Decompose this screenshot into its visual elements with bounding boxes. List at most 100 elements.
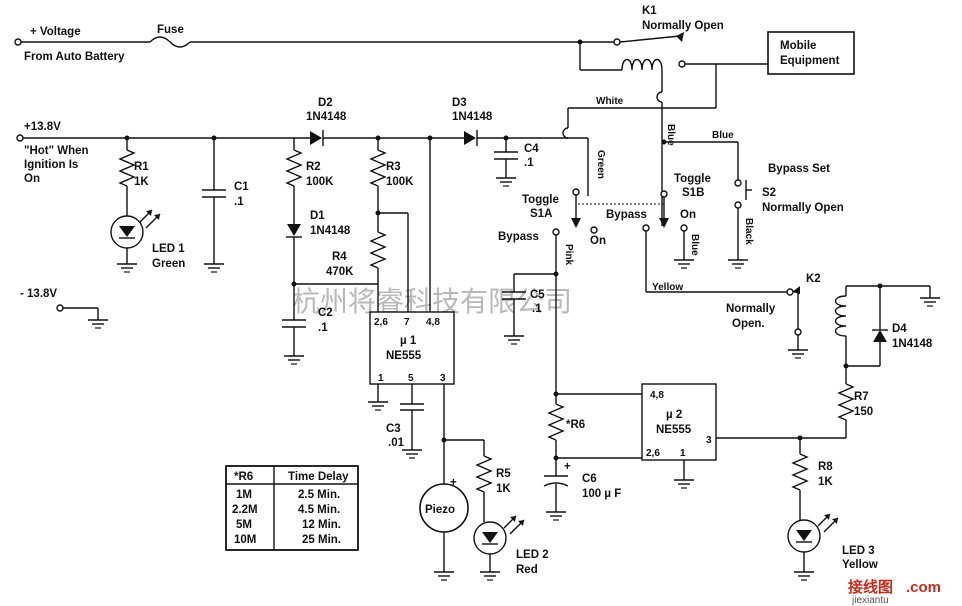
ic2-pin-1: 1: [680, 448, 686, 459]
s1a-on: On: [590, 235, 606, 247]
r5-symbol: [475, 455, 493, 493]
r7-value: 150: [854, 406, 873, 418]
r4-symbol: [369, 231, 387, 269]
wire-blue-1: Blue: [665, 124, 676, 146]
c1-name: C1: [234, 181, 249, 193]
ic2-ne555: [641, 383, 717, 461]
s2-label-1: S2: [762, 187, 776, 199]
c2-name: C2: [318, 307, 333, 319]
c5-name: C5: [530, 289, 545, 301]
d1-name: D1: [310, 210, 325, 222]
fuse-symbol: [149, 36, 191, 48]
c6-name: C6: [582, 473, 597, 485]
wire-yellow: Yellow: [652, 282, 683, 293]
r1-value: 1K: [134, 176, 149, 188]
fuse-label: Fuse: [157, 24, 184, 36]
r6-timing-table: *R6 Time Delay 1M 2.5 Min. 2.2M 4.5 Min.…: [225, 465, 359, 551]
ic2-pins-2-6: 2,6: [646, 448, 660, 459]
d3-name: D3: [452, 97, 467, 109]
table-cell: 4.5 Min.: [298, 504, 340, 516]
ic1-pin-5: 5: [408, 373, 414, 384]
ic1-ne555: [369, 311, 455, 385]
table-cell: 2.5 Min.: [298, 489, 340, 501]
wire-blue-2: Blue: [689, 234, 700, 256]
ic2-name: µ 2: [666, 409, 682, 421]
s1b-label-1: Toggle: [674, 173, 711, 185]
v-minus-label: - 13.8V: [20, 288, 57, 300]
s1a-bypass: Bypass: [498, 231, 539, 243]
s1b-bypass: Bypass: [606, 209, 647, 221]
d2-part: 1N4148: [306, 111, 347, 123]
voltage-label: + Voltage: [30, 26, 81, 38]
hot-label-2: Ignition Is: [24, 159, 78, 171]
wire-black: Black: [743, 218, 754, 245]
led1-label-1: LED 1: [152, 243, 185, 255]
r8-name: R8: [818, 461, 833, 473]
c6-value: 100 µ F: [582, 488, 621, 500]
table-header-r6: *R6: [234, 471, 253, 483]
r4-value: 470K: [326, 266, 354, 278]
k1-name: K1: [642, 5, 657, 17]
s1b-on: On: [680, 209, 696, 221]
r3-value: 100K: [386, 176, 414, 188]
ic2-part: NE555: [656, 424, 692, 436]
table-cell: 10M: [234, 534, 256, 546]
s1a-label-1: Toggle: [522, 194, 559, 206]
v-plus-label: +13.8V: [24, 121, 61, 133]
r7-name: R7: [854, 391, 869, 403]
ic1-part: NE555: [386, 350, 422, 362]
r4-name: R4: [332, 251, 347, 263]
r2-name: R2: [306, 161, 321, 173]
site-logo-suffix: .com: [906, 579, 941, 596]
k1-type: Normally Open: [642, 20, 724, 32]
c5-value: .1: [532, 303, 542, 315]
table-cell: 2.2M: [232, 504, 258, 516]
s1b-label-2: S1B: [682, 187, 704, 199]
r3-symbol: [369, 149, 387, 187]
k2-coil: [834, 295, 847, 337]
table-cell: 12 Min.: [302, 519, 341, 531]
hot-label-1: "Hot" When: [24, 145, 89, 157]
wire-green: Green: [595, 150, 606, 179]
r1-name: R1: [134, 161, 149, 173]
k2-name: K2: [806, 273, 821, 285]
r6-symbol: [547, 403, 565, 441]
ic1-pins-4-8: 4,8: [426, 317, 440, 328]
ic2-pin-3: 3: [706, 435, 712, 446]
led1-label-2: Green: [152, 258, 185, 270]
d2-name: D2: [318, 97, 333, 109]
battery-terminal: [14, 38, 22, 46]
d4-part: 1N4148: [892, 338, 933, 350]
k1-contact: [619, 35, 681, 43]
r5-value: 1K: [496, 483, 511, 495]
table-header-delay: Time Delay: [288, 471, 349, 483]
led2-label-1: LED 2: [516, 549, 549, 561]
c6-plus: +: [564, 461, 571, 473]
k2-type-2: Open.: [732, 318, 765, 330]
s1a-label-2: S1A: [530, 208, 552, 220]
r7-symbol: [837, 383, 855, 421]
ic2-pins-4-8: 4,8: [650, 390, 664, 401]
r6-name: *R6: [566, 419, 585, 431]
r8-symbol: [791, 453, 809, 491]
r1-symbol: [118, 149, 136, 187]
ic1-pin-7: 7: [404, 317, 410, 328]
r3-name: R3: [386, 161, 401, 173]
table-cell: 1M: [236, 489, 252, 501]
r2-value: 100K: [306, 176, 334, 188]
piezo-label: Piezo: [425, 504, 455, 516]
wire-white: White: [596, 96, 624, 107]
table-cell: 25 Min.: [302, 534, 341, 546]
k1-coil: [621, 58, 663, 71]
wire-blue-3: Blue: [712, 130, 734, 141]
c2-value: .1: [318, 322, 328, 334]
c4-value: .1: [524, 157, 534, 169]
r2-symbol: [285, 149, 303, 187]
wire-pink: Pink: [563, 244, 574, 266]
ic1-pin-1: 1: [378, 373, 384, 384]
mobile-label-2: Equipment: [780, 55, 840, 67]
mobile-label-1: Mobile: [780, 40, 816, 52]
site-logo-mark: 接线图: [848, 578, 893, 596]
led3-label-1: LED 3: [842, 545, 875, 557]
bypass-set-label: Bypass Set: [768, 163, 830, 175]
